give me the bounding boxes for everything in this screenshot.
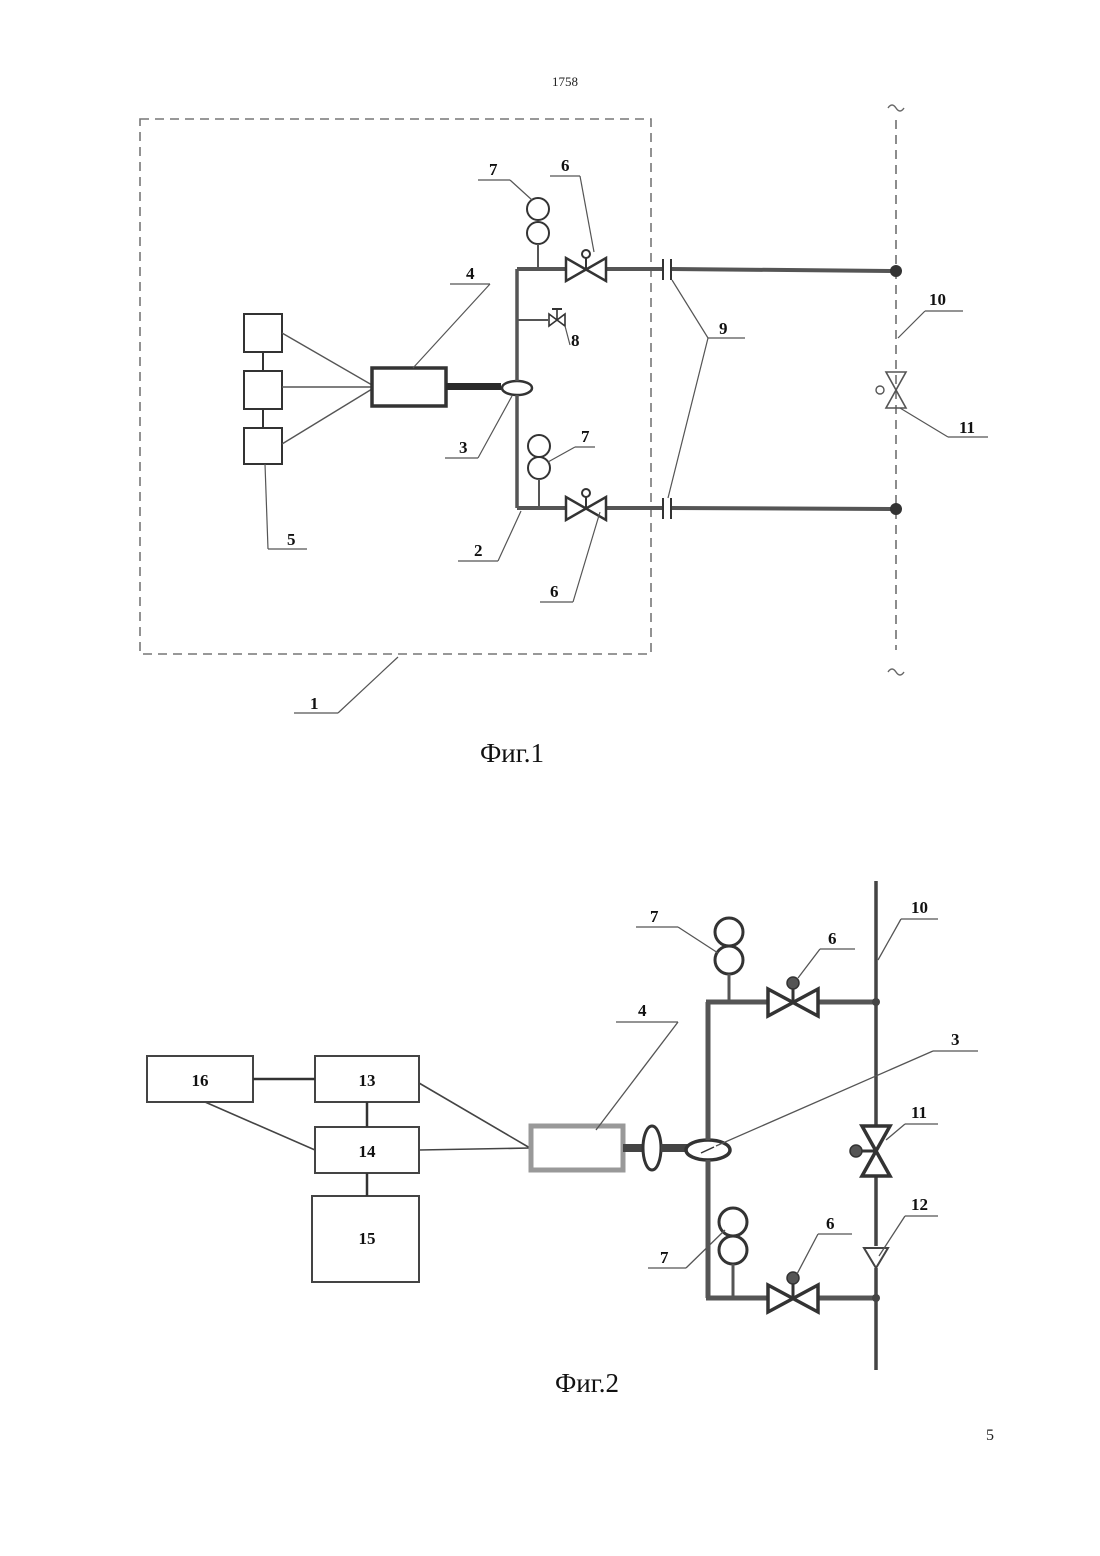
unit-5-bottom: [244, 428, 282, 464]
document-number: 1758: [552, 74, 578, 89]
drain-valve-8: [517, 309, 565, 326]
label-7-top: 7: [489, 160, 498, 179]
valve-6-bottom: [566, 489, 606, 520]
label-10: 10: [911, 898, 928, 917]
label-5: 5: [287, 530, 296, 549]
sensor-ring-3: [502, 381, 532, 395]
converter-4: [372, 368, 446, 406]
block-13-label: 13: [359, 1071, 376, 1090]
label-6-top: 6: [828, 929, 837, 948]
figure-2-caption: Фиг.2: [555, 1368, 619, 1398]
label-7-bottom: 7: [660, 1248, 669, 1267]
valve-6-bottom: [768, 1272, 818, 1312]
gauge-7-top: [527, 198, 549, 269]
label-3: 3: [951, 1030, 960, 1049]
gauge-7-bottom: [528, 435, 550, 508]
valve-11: [850, 1126, 890, 1176]
label-11: 11: [911, 1103, 927, 1122]
gauge-7-top: [715, 918, 743, 1002]
valve-11: [876, 372, 906, 408]
valve-6-top: [768, 977, 818, 1016]
block-15-label: 15: [359, 1229, 376, 1248]
label-6-bottom: 6: [826, 1214, 835, 1233]
block-16-label: 16: [192, 1071, 209, 1090]
figure-1: 1 2 3 4 5 6 6 7 7 8 9 10: [140, 105, 988, 768]
page-number: 5: [986, 1427, 994, 1444]
label-10: 10: [929, 290, 946, 309]
label-11: 11: [959, 418, 975, 437]
label-2: 2: [474, 541, 483, 560]
figure-2: 16 13 14 15: [147, 881, 978, 1398]
label-1: 1: [310, 694, 319, 713]
unit-5-top: [244, 314, 282, 352]
unit-5-middle: [244, 371, 282, 409]
block-14-label: 14: [359, 1142, 377, 1161]
label-4: 4: [638, 1001, 647, 1020]
label-7-top: 7: [650, 907, 659, 926]
check-valve-12: [864, 1248, 888, 1268]
label-9: 9: [719, 319, 728, 338]
label-6-bottom: 6: [550, 582, 559, 601]
label-3: 3: [459, 438, 468, 457]
figure-1-caption: Фиг.1: [480, 738, 544, 768]
valve-6-top: [566, 250, 606, 281]
label-7-bottom: 7: [581, 427, 590, 446]
enclosure-1: [140, 119, 651, 654]
label-8: 8: [571, 331, 580, 350]
gauge-7-bottom: [719, 1208, 747, 1298]
converter-4: [531, 1126, 623, 1170]
label-4: 4: [466, 264, 475, 283]
label-6-top: 6: [561, 156, 570, 175]
label-12: 12: [911, 1195, 928, 1214]
